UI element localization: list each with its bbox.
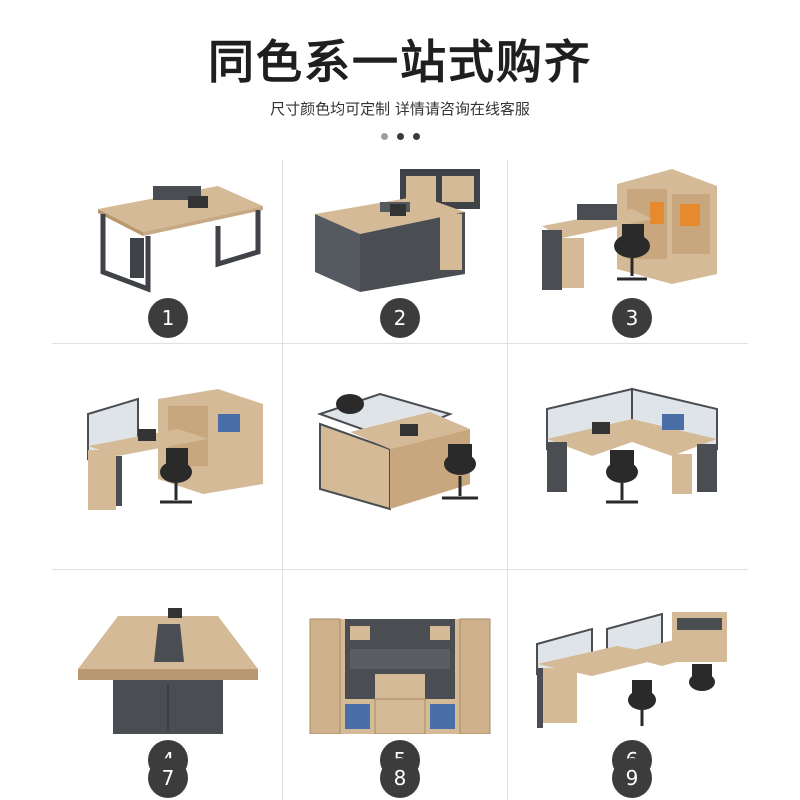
product-cell-4[interactable]: 4 bbox=[52, 380, 284, 780]
product-number-badge: 1 bbox=[148, 298, 188, 338]
filing-cabinet-wall-icon bbox=[309, 618, 491, 734]
page-subtitle: 尺寸颜色均可定制 详情请咨询在线客服 bbox=[270, 100, 530, 118]
product-number-badge: 2 bbox=[380, 298, 420, 338]
l-desk-with-bookcase-icon bbox=[542, 169, 717, 290]
carousel-dot-1[interactable] bbox=[380, 133, 388, 140]
product-cell-9[interactable]: 9 bbox=[516, 600, 748, 800]
conference-table-icon bbox=[78, 608, 258, 734]
grid-divider bbox=[507, 160, 508, 800]
product-cell-8[interactable]: 8 bbox=[284, 600, 516, 800]
corner-partition-workstation-icon bbox=[546, 387, 718, 504]
multi-person-workstation-cluster-icon bbox=[536, 612, 727, 728]
carousel-dot-2[interactable] bbox=[396, 133, 404, 140]
grid-divider bbox=[52, 569, 748, 570]
product-cell-7[interactable]: 7 bbox=[52, 600, 284, 800]
product-cell-2[interactable]: 2 bbox=[284, 160, 516, 360]
double-desk-steel-frame-icon bbox=[98, 186, 263, 293]
carousel-indicator[interactable] bbox=[0, 133, 800, 140]
product-cell-5[interactable]: 5 bbox=[284, 380, 516, 780]
carousel-dot-3[interactable] bbox=[412, 133, 420, 140]
product-number-badge: 8 bbox=[380, 758, 420, 798]
grid-divider bbox=[52, 343, 748, 344]
product-cell-1[interactable]: 1 bbox=[52, 160, 284, 360]
product-cell-3[interactable]: 3 bbox=[516, 160, 748, 360]
product-number-badge: 3 bbox=[612, 298, 652, 338]
two-person-partition-workstation-icon bbox=[316, 392, 478, 511]
grid-divider bbox=[282, 160, 283, 800]
product-number-badge: 7 bbox=[148, 758, 188, 798]
product-cell-6[interactable]: 6 bbox=[516, 380, 748, 780]
product-number-badge: 9 bbox=[612, 758, 652, 798]
l-desk-with-hutch-icon bbox=[315, 169, 480, 292]
product-grid: 1 2 bbox=[52, 160, 748, 800]
page-title: 同色系一站式购齐 bbox=[208, 35, 592, 89]
single-workstation-with-cabinet-icon bbox=[87, 389, 263, 510]
